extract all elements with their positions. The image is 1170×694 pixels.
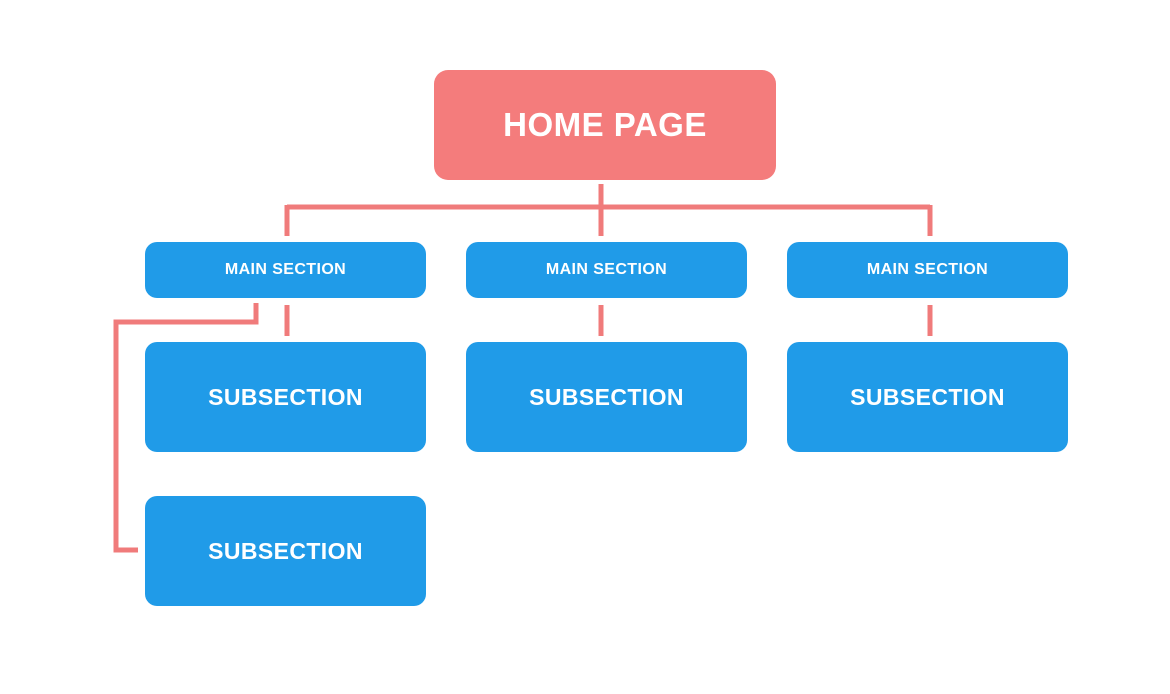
home-page-label: HOME PAGE bbox=[503, 106, 707, 143]
subsection-label-1-1: SUBSECTION bbox=[208, 383, 363, 410]
main-section-node-3[interactable]: MAIN SECTION bbox=[787, 242, 1068, 298]
main-section-label-3: MAIN SECTION bbox=[866, 261, 989, 278]
subsection-node-2-1[interactable]: SUBSECTION bbox=[466, 342, 747, 452]
main-section-node-2[interactable]: MAIN SECTION bbox=[466, 242, 747, 298]
subsection-node-1-1[interactable]: SUBSECTION bbox=[145, 342, 426, 452]
subsection-node-1-2[interactable]: SUBSECTION bbox=[145, 496, 426, 606]
main-section-label-1: MAIN SECTION bbox=[224, 261, 347, 278]
main-section-node-1[interactable]: MAIN SECTION bbox=[145, 242, 426, 298]
subsection-label-2-1: SUBSECTION bbox=[529, 383, 684, 410]
subsection-label-1-2: SUBSECTION bbox=[208, 537, 363, 564]
connector-main-1-to-sub-2 bbox=[113, 303, 259, 553]
home-page-node[interactable]: HOME PAGE bbox=[434, 70, 776, 180]
subsection-node-3-1[interactable]: SUBSECTION bbox=[787, 342, 1068, 452]
subsection-label-3-1: SUBSECTION bbox=[850, 383, 1005, 410]
main-section-label-2: MAIN SECTION bbox=[545, 261, 668, 278]
